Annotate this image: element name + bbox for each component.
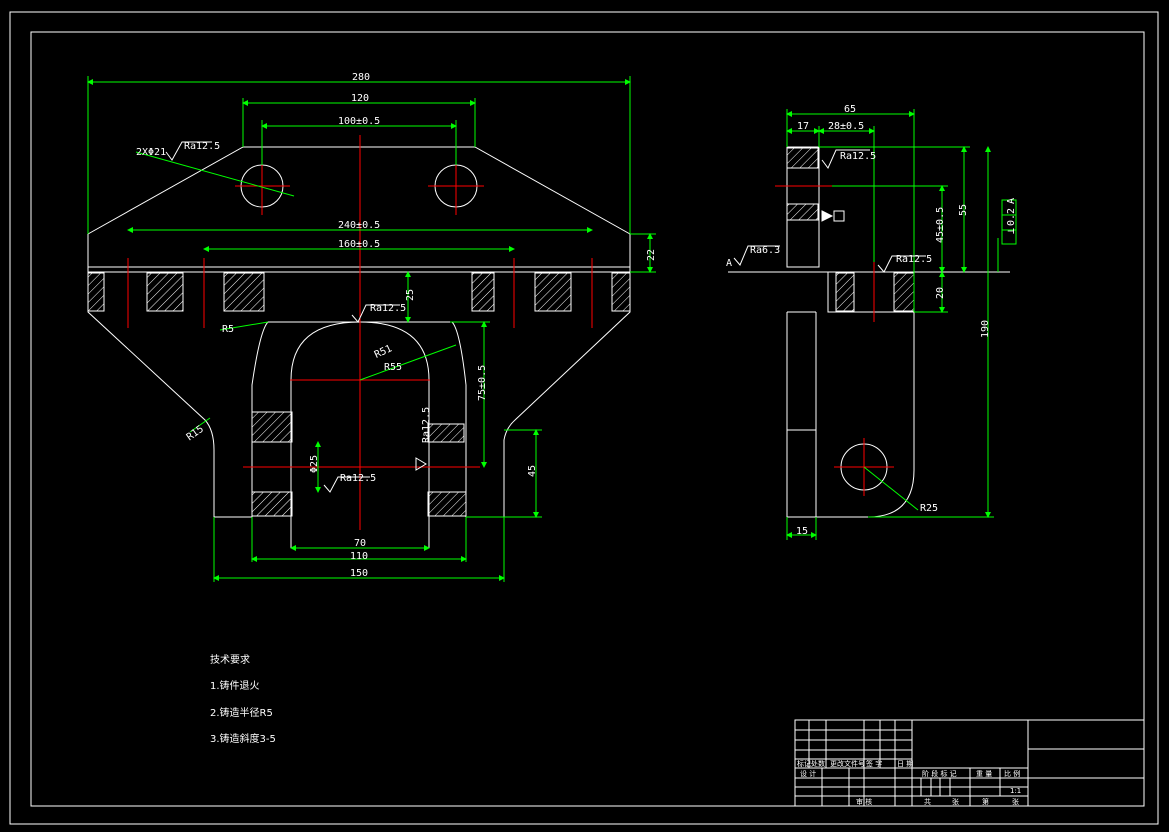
side-datum-box bbox=[833, 210, 845, 222]
outer-frame bbox=[9, 11, 1159, 825]
front-roughness-symbols bbox=[165, 141, 427, 493]
tol-value: 0.2 bbox=[1006, 208, 1017, 226]
tb-scale: 1:1 bbox=[1010, 787, 1021, 795]
tb-sheet: 张 bbox=[952, 797, 959, 806]
dim-45-side: 45±0.5 bbox=[935, 207, 946, 243]
ra-slot-side: Ra12.5 bbox=[421, 407, 432, 443]
dim-45: 45 bbox=[527, 465, 538, 477]
tb-sheet2: 张 bbox=[1012, 797, 1019, 806]
tb-design: 设 计 bbox=[800, 769, 816, 778]
note-2: 2.铸造半径R5 bbox=[210, 706, 273, 719]
dim-100: 100±0.5 bbox=[338, 116, 380, 127]
side-centerlines bbox=[775, 185, 894, 496]
front-dim-text: 280 120 100±0.5 2XΦ21 240±0.5 160±0.5 22… bbox=[136, 72, 657, 579]
hatch-9 bbox=[251, 491, 293, 517]
dim-55: 55 bbox=[958, 204, 969, 216]
hatch-3 bbox=[223, 272, 265, 312]
hatch-6 bbox=[611, 272, 631, 312]
technical-notes: 技术要求 1.铸件退火 2.铸造半径R5 3.铸造斜度3-5 bbox=[210, 653, 276, 745]
dim-110: 110 bbox=[350, 551, 368, 562]
tol-datum: A bbox=[1006, 198, 1017, 204]
hatch-7 bbox=[251, 411, 293, 443]
dim-20: 20 bbox=[935, 287, 946, 299]
tb-date: 日 期 bbox=[897, 760, 913, 768]
tb-count: 处数 bbox=[811, 759, 825, 768]
dim-75: 75±0.5 bbox=[477, 365, 488, 401]
side-body-outline bbox=[786, 312, 915, 518]
side-dim-lines bbox=[786, 109, 1017, 540]
dim-15: 15 bbox=[796, 526, 808, 537]
side-hatch-4 bbox=[893, 272, 915, 312]
notes-title: 技术要求 bbox=[210, 653, 250, 666]
ra-side-flange: Ra12.5 bbox=[896, 254, 932, 265]
dim-r51: R51 bbox=[373, 343, 394, 361]
tb-sign: 签 字 bbox=[866, 759, 882, 768]
hatch-10 bbox=[427, 491, 467, 517]
front-dim-lines bbox=[87, 76, 656, 582]
dim-150: 150 bbox=[350, 568, 368, 579]
tb-total: 共 bbox=[924, 797, 931, 806]
ra-small-hole: Ra12.5 bbox=[340, 473, 376, 484]
dim-phi25: Φ25 bbox=[309, 455, 320, 473]
side-hatch-1 bbox=[786, 147, 819, 169]
hatch-1 bbox=[87, 272, 105, 312]
hatch-4 bbox=[471, 272, 495, 312]
hatch-8 bbox=[427, 423, 465, 443]
tb-mark: 标记 bbox=[797, 759, 811, 768]
side-dim-text: 65 17 28±0.5 55 45±0.5 20 190 15 R25 Ra1… bbox=[726, 104, 1017, 537]
dim-240: 240±0.5 bbox=[338, 220, 380, 231]
dim-22: 22 bbox=[646, 249, 657, 261]
dim-25: 25 bbox=[405, 289, 416, 301]
ra-side-base: Ra6.3 bbox=[750, 245, 780, 256]
front-view bbox=[87, 146, 631, 549]
note-3: 3.铸造斜度3-5 bbox=[210, 732, 276, 745]
tb-of: 第 bbox=[982, 797, 989, 806]
dim-70: 70 bbox=[354, 538, 366, 549]
front-top-outline bbox=[87, 146, 631, 273]
side-view bbox=[728, 146, 1010, 518]
note-1: 1.铸件退火 bbox=[210, 679, 260, 692]
side-roughness-symbols bbox=[733, 149, 926, 273]
tol-symbol: ⊥ bbox=[1006, 228, 1017, 234]
hatch-2 bbox=[146, 272, 184, 312]
title-block bbox=[794, 719, 1145, 807]
dim-160: 160±0.5 bbox=[338, 239, 380, 250]
tb-review: 审 核 bbox=[856, 797, 872, 806]
side-hatch-2 bbox=[786, 203, 819, 221]
dim-280: 280 bbox=[352, 72, 370, 83]
dim-r5: R5 bbox=[222, 324, 234, 335]
tb-ratio: 比 例 bbox=[1004, 769, 1020, 778]
dim-2x21: 2XΦ21 bbox=[136, 147, 166, 158]
dim-120: 120 bbox=[351, 93, 369, 104]
dim-65: 65 bbox=[844, 104, 856, 115]
front-centerlines bbox=[127, 135, 593, 530]
inner-frame bbox=[30, 31, 1145, 807]
dim-190: 190 bbox=[980, 320, 991, 338]
tb-stage: 阶 段 标 记 bbox=[922, 769, 957, 778]
side-hatch-3 bbox=[835, 272, 855, 312]
dim-r25: R25 bbox=[920, 503, 938, 514]
ra-side-top: Ra12.5 bbox=[840, 151, 876, 162]
dim-r55: R55 bbox=[384, 362, 402, 373]
ra-top-holes: Ra12.5 bbox=[184, 141, 220, 152]
datum-a: A bbox=[726, 258, 732, 269]
dim-28: 28±0.5 bbox=[828, 121, 864, 132]
dim-17: 17 bbox=[797, 121, 809, 132]
hatch-5 bbox=[534, 272, 572, 312]
tb-doc: 更改文件号 bbox=[830, 759, 865, 768]
tb-weight: 重 量 bbox=[976, 770, 992, 778]
ra-arch-top: Ra12.5 bbox=[370, 303, 406, 314]
dim-r15: R15 bbox=[185, 424, 206, 443]
title-block-text: 标记 处数 更改文件号 签 字 日 期 设 计 阶 段 标 记 重 量 比 例 … bbox=[797, 759, 1021, 806]
